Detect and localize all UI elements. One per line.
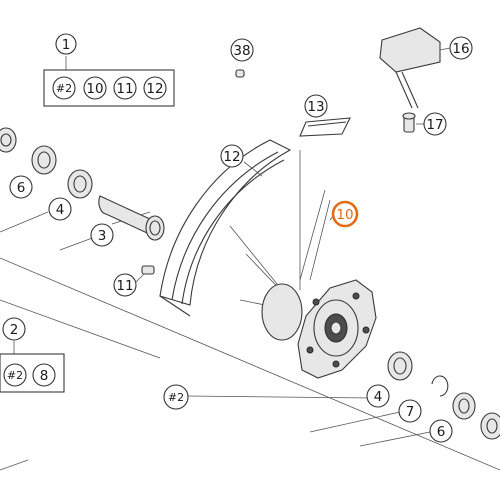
callout-16-label: 16 [452, 41, 469, 57]
callout-2-label: 2 [10, 322, 19, 338]
callout-17-label: 17 [426, 117, 443, 133]
rim [159, 139, 292, 317]
callout-11: 11 [113, 273, 145, 297]
callout-6-left: 6 [9, 175, 33, 199]
callout-4-right-label: 4 [374, 389, 383, 405]
callout-6-left-label: 6 [17, 180, 26, 196]
callout-6-right: 6 [429, 419, 453, 443]
callout-1-sub-12-label: 12 [146, 81, 163, 97]
callout-10-highlighted: 10 [329, 200, 359, 228]
callout-1-circle [55, 33, 77, 55]
callout-6-right-label: 6 [437, 424, 446, 440]
callout-2-sub-2-label: #2 [7, 369, 23, 382]
callout-1-sub-2-label: #2 [56, 82, 72, 95]
callout-16: 16 [439, 36, 473, 60]
rim-lock-16 [379, 27, 441, 109]
valve-cap-17 [402, 112, 416, 133]
callout-4-left-label: 4 [56, 202, 65, 218]
callout-12: 12 [220, 144, 263, 177]
bearing-left-2 [67, 169, 93, 199]
callout-38-label: 38 [233, 43, 250, 59]
bearing-right [387, 351, 413, 381]
circlip [431, 375, 449, 397]
spacer-tube [98, 195, 165, 241]
callout-1-sub-2-circle [52, 76, 76, 100]
callout-13-label: 13 [307, 99, 324, 115]
axle-guide-lines [0, 211, 500, 471]
callout-13: 13 [304, 94, 328, 118]
callout-12-label: 12 [223, 149, 240, 165]
callout-3-label: 3 [98, 228, 107, 244]
callout-1-sub-11-circle [113, 76, 137, 100]
screw-11 [141, 265, 155, 275]
callout-1-sub-11-label: 11 [116, 81, 133, 97]
callout-11-label: 11 [116, 278, 133, 294]
callout-1-sub-10-circle [83, 76, 107, 100]
wheel-hub [261, 279, 377, 379]
callout-7-label: 7 [406, 404, 415, 420]
callout-1-sub-12-circle [143, 76, 167, 100]
callout-group-2: 2 #2 8 [0, 317, 65, 393]
callout-4-left: 4 [48, 197, 72, 221]
rim-tape-13 [299, 117, 351, 137]
callout-1-sub-10-label: 10 [86, 81, 103, 97]
callout-group-1: 1 #2 10 11 12 [43, 33, 175, 107]
callout-4-right: 4 [366, 384, 390, 408]
callout-2-sub-8-label: 8 [40, 368, 49, 384]
callout-3: 3 [90, 223, 114, 247]
callout-38: 38 [230, 38, 254, 62]
seal-right [452, 392, 476, 420]
callout-7: 7 [398, 399, 422, 423]
callout-hash-2-label: #2 [168, 391, 184, 404]
callout-17: 17 [416, 112, 447, 136]
callout-10-label: 10 [336, 207, 353, 223]
bearing-left-1 [0, 127, 17, 153]
nipple-38 [235, 69, 245, 78]
seal-left [31, 145, 57, 175]
spacer-right [480, 412, 500, 440]
callout-hash-2: #2 [163, 384, 189, 410]
callout-1-label: 1 [62, 37, 71, 53]
